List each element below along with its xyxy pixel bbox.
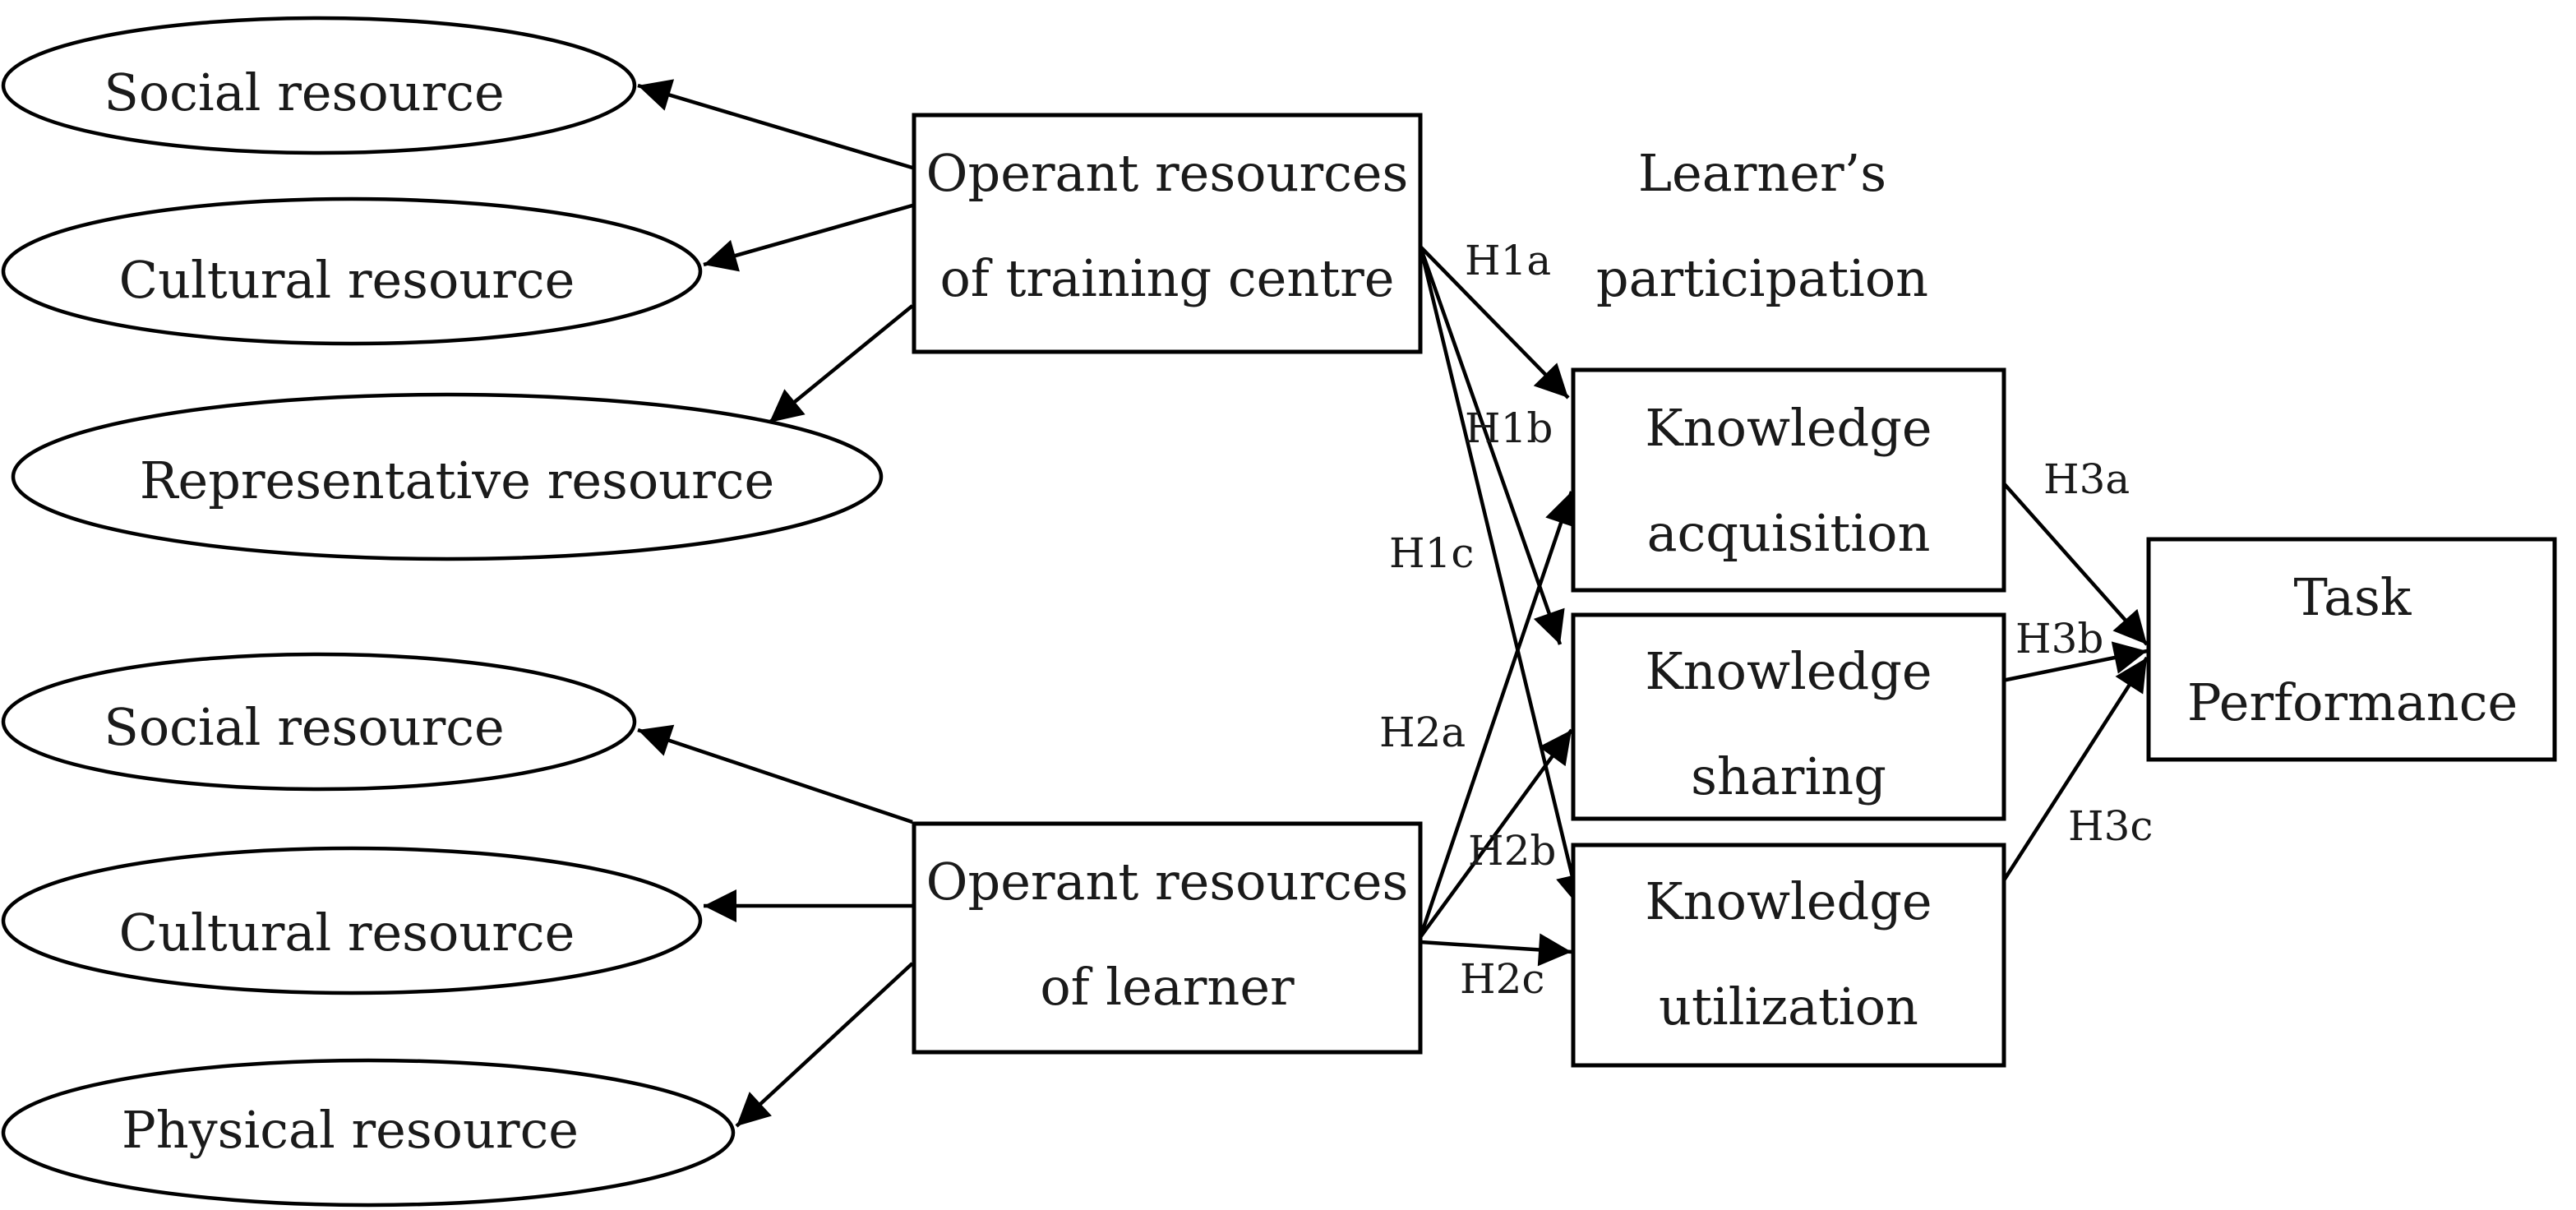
hypothesis-label-h1a: H1a bbox=[1465, 237, 1551, 284]
node-label-line1: Task bbox=[2294, 567, 2412, 627]
node-label-line2: acquisition bbox=[1647, 503, 1931, 563]
node-social-resource-2: Social resource bbox=[1, 652, 637, 792]
node-operant-resources-learner: Operant resources of learner bbox=[912, 821, 1423, 1055]
node-label: Social resource bbox=[104, 697, 504, 757]
edge-h3b bbox=[2001, 641, 2148, 683]
node-label-line1: Knowledge bbox=[1645, 641, 1932, 701]
node-label: Representative resource bbox=[140, 450, 774, 510]
edge-h1c bbox=[1418, 246, 1589, 908]
node-knowledge-utilization: Knowledge utilization bbox=[1571, 843, 2006, 1068]
node-cultural-resource-2: Cultural resource bbox=[1, 846, 703, 995]
hypothesis-label-h1b: H1b bbox=[1465, 404, 1553, 452]
node-social-resource-1: Social resource bbox=[1, 16, 637, 155]
node-operant-resources-training-centre: Operant resources of training centre bbox=[912, 113, 1423, 354]
node-representative-resource: Representative resource bbox=[11, 392, 884, 561]
node-label: Physical resource bbox=[122, 1100, 579, 1160]
hypothesis-labels: H1a H1b H1c H2a H2b H2c H3a H3b H3c bbox=[1379, 237, 2153, 1003]
hypothesis-label-h3a: H3a bbox=[2043, 455, 2130, 503]
node-label-line2: utilization bbox=[1659, 977, 1918, 1037]
edge-training-centre-to-representative-resource bbox=[768, 304, 914, 424]
edge-training-centre-to-social-resource bbox=[637, 79, 913, 170]
node-knowledge-acquisition: Knowledge acquisition bbox=[1571, 367, 2006, 593]
edge-learner-to-physical-resource bbox=[735, 962, 914, 1128]
node-label: Social resource bbox=[104, 62, 504, 122]
hypothesis-label-h3b: H3b bbox=[2015, 615, 2103, 663]
edge-h2c bbox=[1420, 933, 1572, 967]
node-label-line1: Knowledge bbox=[1645, 871, 1932, 931]
edge-training-centre-to-cultural-resource bbox=[703, 203, 913, 272]
node-label-line1: Knowledge bbox=[1645, 398, 1932, 458]
edge-h2b bbox=[1419, 728, 1573, 939]
header-line1: Learner’s bbox=[1638, 143, 1886, 203]
node-physical-resource: Physical resource bbox=[1, 1058, 736, 1208]
node-label-line1: Operant resources bbox=[926, 143, 1409, 203]
header-line2: participation bbox=[1596, 248, 1928, 308]
hypothesis-label-h2b: H2b bbox=[1468, 827, 1556, 875]
edge-h2a bbox=[1418, 491, 1577, 938]
node-label: Cultural resource bbox=[119, 903, 575, 963]
hypothesis-label-h3c: H3c bbox=[2068, 802, 2153, 850]
edges bbox=[637, 79, 2149, 1128]
node-label: Cultural resource bbox=[119, 250, 575, 310]
learners-participation-label: Learner’s participation bbox=[1596, 143, 1928, 308]
node-label-line2: of learner bbox=[1040, 957, 1295, 1017]
hypothesis-label-h1c: H1c bbox=[1389, 529, 1474, 577]
hypothesis-label-h2a: H2a bbox=[1379, 709, 1466, 756]
hypothesis-label-h2c: H2c bbox=[1460, 955, 1544, 1003]
node-task-performance: Task Performance bbox=[2146, 537, 2557, 762]
node-cultural-resource-1: Cultural resource bbox=[1, 196, 703, 346]
edge-h3a bbox=[2001, 480, 2149, 646]
edge-learner-to-social-resource bbox=[637, 724, 913, 824]
edge-h3c bbox=[2001, 656, 2149, 884]
node-label-line1: Operant resources bbox=[926, 852, 1409, 912]
node-label-line2: sharing bbox=[1691, 746, 1886, 806]
node-knowledge-sharing: Knowledge sharing bbox=[1571, 612, 2006, 821]
edge-h1a bbox=[1419, 245, 1570, 399]
node-label-line2: Performance bbox=[2187, 672, 2518, 732]
edge-h1b bbox=[1418, 246, 1565, 645]
node-label-line2: of training centre bbox=[939, 248, 1394, 308]
